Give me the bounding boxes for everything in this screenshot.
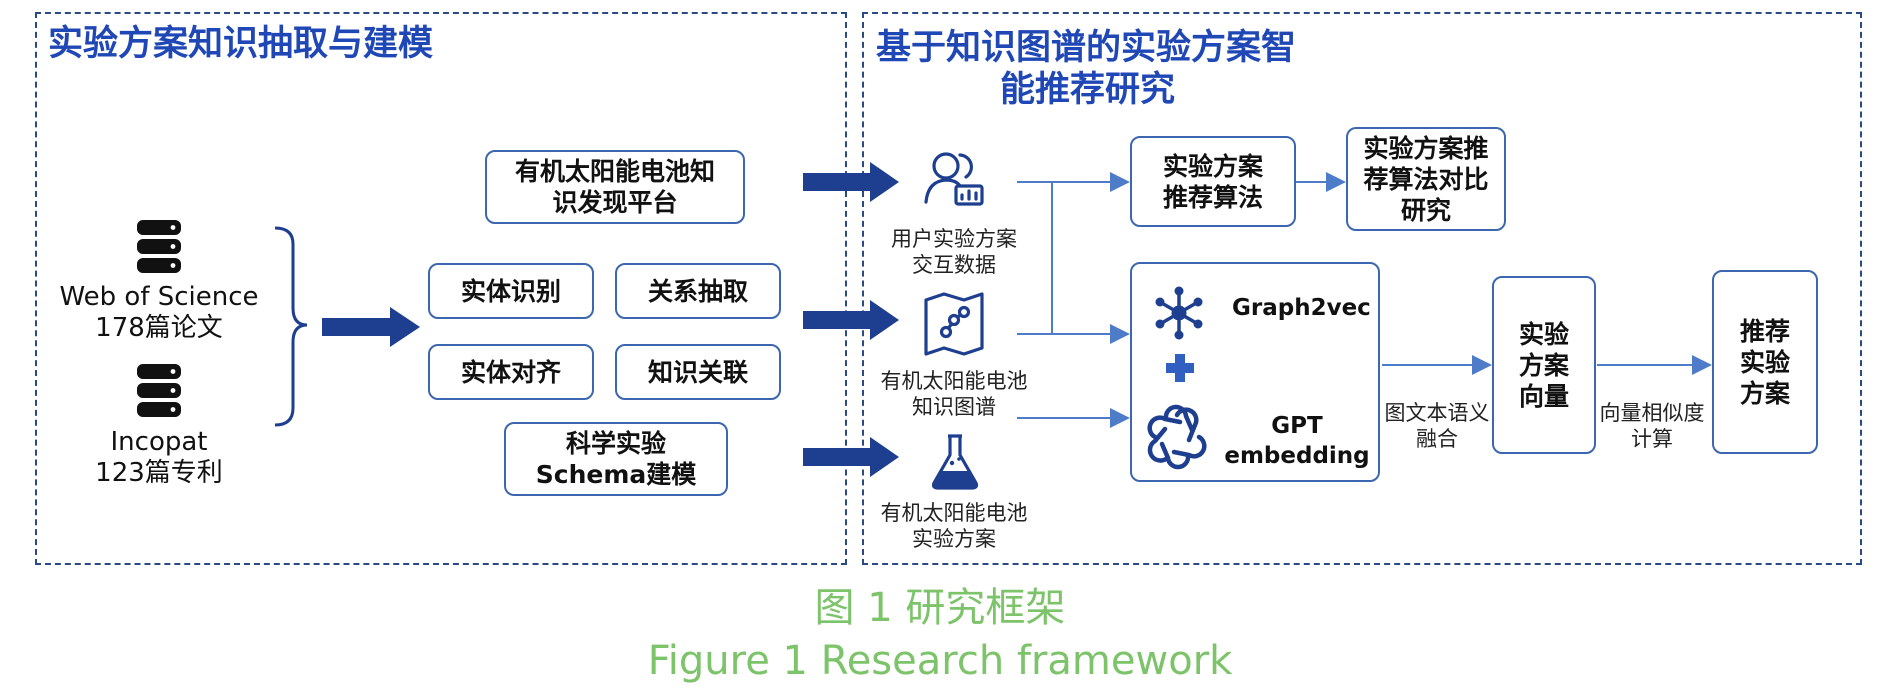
schema-box: 科学实验 Schema建模 xyxy=(504,422,728,496)
flask-icon xyxy=(931,434,979,490)
user-chart-icon xyxy=(924,152,984,206)
embedding-box: Graph2vec GPT embedding xyxy=(1130,262,1380,482)
left-panel-title: 实验方案知识抽取与建模 xyxy=(48,24,434,64)
task-relation-extraction: 关系抽取 xyxy=(615,263,781,319)
similarity-label: 向量相似度 计算 xyxy=(1599,401,1705,451)
gpt-label: GPT xyxy=(1271,413,1323,439)
embedding-label: embedding xyxy=(1224,443,1370,469)
input-experiment-label: 有机太阳能电池 实验方案 xyxy=(880,501,1028,551)
fusion-label: 图文本语义 融合 xyxy=(1384,401,1490,451)
arrow-platform xyxy=(803,162,899,202)
recommended-experiment-box: 推荐 实验 方案 xyxy=(1712,270,1818,454)
right-panel xyxy=(862,12,1862,565)
right-panel-title-line1: 基于知识图谱的实验方案智 xyxy=(876,28,1297,68)
arrow-tasks xyxy=(803,300,899,340)
figure-caption-zh: 图 1 研究框架 xyxy=(814,585,1066,631)
task-entity-recognition: 实体识别 xyxy=(428,263,594,319)
openai-logo-icon xyxy=(1147,404,1207,470)
source-brace xyxy=(274,226,308,427)
recommendation-algorithm-box: 实验方案 推荐算法 xyxy=(1130,136,1296,227)
source-incopat-count: 123篇专利 xyxy=(95,458,223,488)
figure-caption-en: Figure 1 Research framework xyxy=(647,638,1233,684)
graph2vec-label: Graph2vec xyxy=(1232,295,1371,321)
experiment-vector-box: 实验 方案 向量 xyxy=(1492,276,1596,454)
platform-box: 有机太阳能电池知 识发现平台 xyxy=(485,150,745,224)
source-wos-count: 178篇论文 xyxy=(95,313,223,343)
arrow-sources-to-tasks xyxy=(322,307,420,347)
input-user-interaction-label: 用户实验方案 交互数据 xyxy=(891,227,1017,277)
input-knowledge-graph-label: 有机太阳能电池 知识图谱 xyxy=(880,369,1028,419)
task-knowledge-linking: 知识关联 xyxy=(615,344,781,400)
source-wos-name: Web of Science xyxy=(59,282,259,312)
arrow-schema xyxy=(803,437,899,477)
algorithm-comparison-box: 实验方案推 荐算法对比 研究 xyxy=(1346,127,1506,231)
source-incopat-name: Incopat xyxy=(110,427,208,457)
graph-network-icon xyxy=(1155,286,1203,340)
right-panel-title-line2: 能推荐研究 xyxy=(1000,70,1176,110)
left-panel xyxy=(35,12,847,565)
database-icon-wos xyxy=(137,220,181,273)
knowledge-map-icon xyxy=(924,292,984,356)
task-entity-alignment: 实体对齐 xyxy=(428,344,594,400)
plus-icon xyxy=(1166,354,1194,382)
database-icon-incopat xyxy=(137,364,181,417)
